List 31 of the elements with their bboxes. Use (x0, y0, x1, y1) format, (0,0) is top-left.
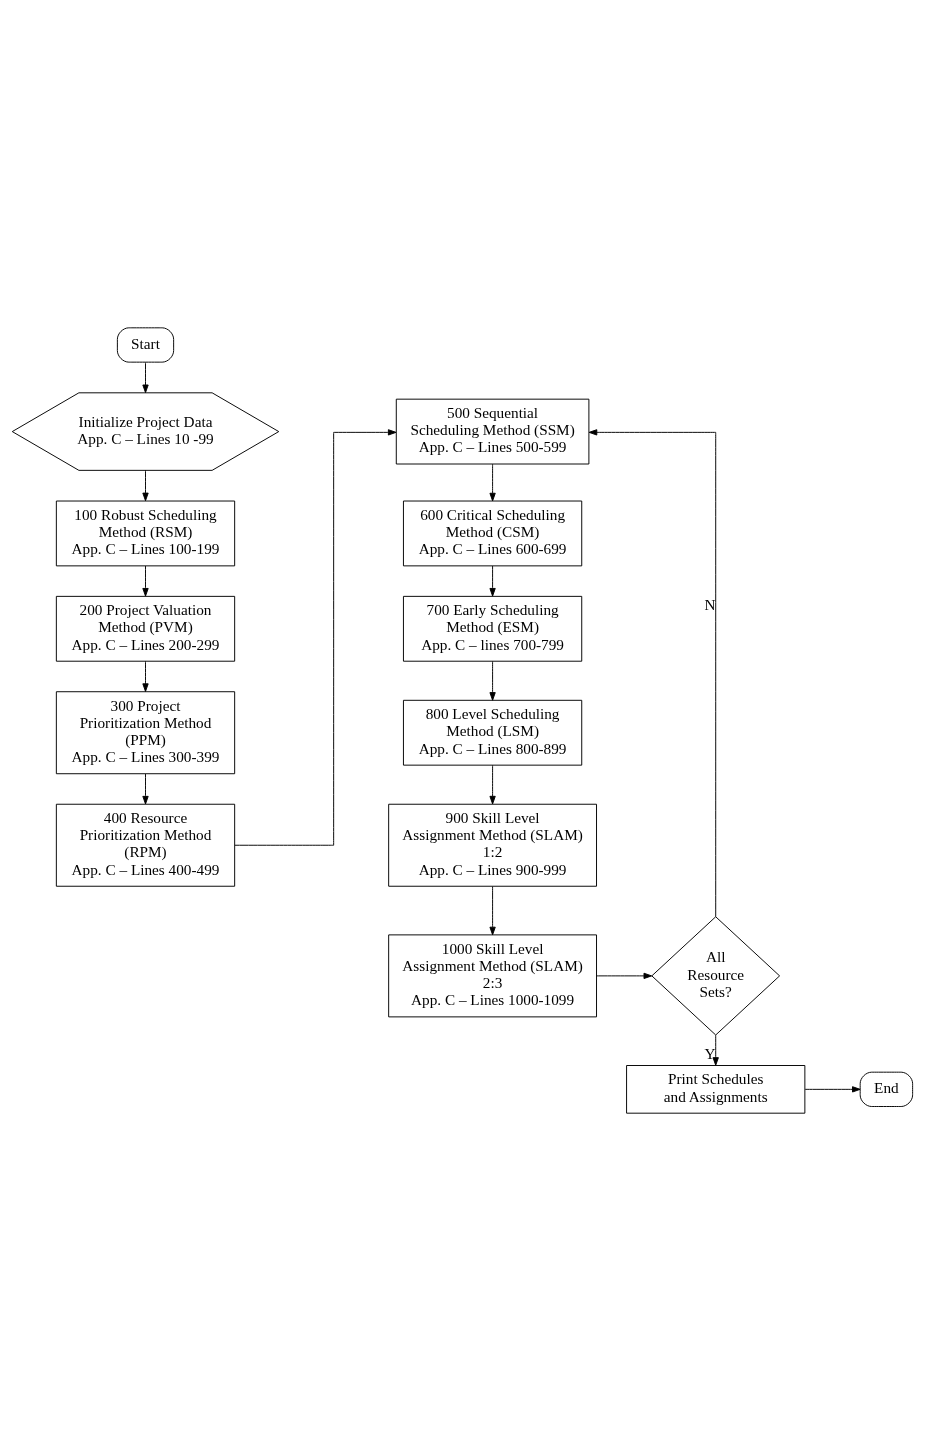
node-box: 400 Resource Prioritization Method (RPM) App. C – Lines 400-499 (55, 803, 236, 887)
arrow (234, 429, 397, 846)
node-box: 200 Project Valuation Method (PVM) App. C – Lines 200-299 (55, 595, 236, 662)
arrow (142, 773, 149, 805)
arrow (804, 1086, 861, 1093)
arrow (142, 565, 149, 597)
arrow (489, 660, 496, 701)
node-box: 500 Sequential Scheduling Method (SSM) App. C – Lines 500-599 (395, 398, 590, 465)
node-box: 800 Level Scheduling Method (LSM) App. C – Lines 800-899 (402, 699, 583, 766)
node-box: Print Schedules and Assignments (626, 1065, 806, 1114)
arrow (489, 565, 496, 597)
node-box: 600 Critical Scheduling Method (CSM) App. C – Lines 600-699 (402, 500, 583, 567)
arrow (588, 429, 717, 918)
arrow (596, 972, 653, 980)
node-box: 1000 Skill Level Assignment Method (SLAM) 2:3 App. C – Lines 1000-1099 (388, 934, 597, 1018)
arrow (489, 463, 496, 502)
arrow (489, 764, 496, 805)
edge-label: Y (704, 1044, 716, 1062)
node-box: 700 Early Scheduling Method (ESM) App. C – lines 700-799 (402, 595, 583, 662)
node-box: 900 Skill Level Assignment Method (SLAM) 1:2 App. C – Lines 900-999 (388, 803, 597, 887)
arrow (489, 886, 496, 936)
arrow (142, 362, 149, 394)
node-box: Start (116, 327, 175, 363)
arrow (142, 469, 149, 502)
node-box: 300 Project Prioritization Method (PPM) App. C – Lines 300-399 (55, 691, 236, 775)
arrow (142, 660, 149, 692)
node-diamond: All Resource Sets? (651, 916, 781, 1036)
node-box: 100 Robust Scheduling Method (RSM) App. C – Lines 100-199 (55, 500, 236, 567)
edge-label: N (704, 596, 716, 614)
node-box: End (859, 1071, 914, 1107)
arrow (712, 1034, 719, 1066)
